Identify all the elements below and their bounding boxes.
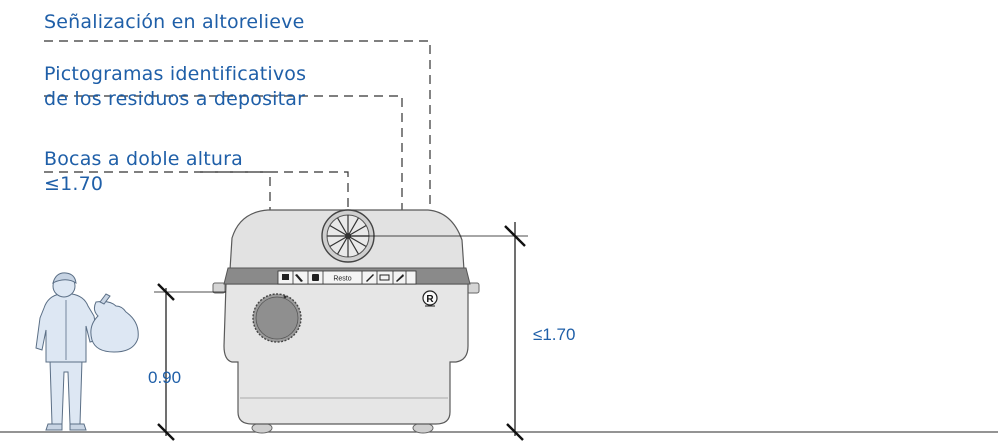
battery-pictogram-icon [379, 274, 390, 281]
waste-container: Resto R [212, 209, 480, 434]
brush-pictogram-icon [396, 274, 404, 282]
opening-spoke [347, 224, 367, 237]
handle-left [212, 282, 226, 294]
garbage-bag [90, 301, 139, 353]
child-shoe-right [69, 423, 87, 431]
bottle-pictogram-icon [282, 274, 289, 280]
child-shoe-left [45, 423, 63, 431]
relief-signage-label: Señalización en altorelieve [44, 11, 305, 33]
openings-label-line2: ≤1.70 [44, 173, 104, 195]
opening-spoke [336, 217, 349, 237]
dimension-high [350, 222, 528, 441]
opening-spoke [347, 217, 360, 237]
opening-spoke [329, 235, 349, 248]
relief-signage-icon: R [422, 290, 438, 307]
child-figure [35, 272, 139, 431]
box-pictogram-icon [312, 274, 319, 281]
child-torso [35, 293, 99, 363]
opening-spoke [336, 235, 349, 255]
dimension-low [154, 283, 226, 441]
leader-openings-high [44, 171, 349, 208]
leader-pictograms [44, 95, 403, 238]
opening-spoke [347, 235, 360, 255]
child-legs [49, 359, 83, 425]
child-hair [52, 272, 77, 285]
pictogram-dividers [292, 271, 407, 284]
opening-spoke [347, 235, 367, 248]
opening-spoke [329, 224, 349, 237]
high-opening-dimension: ≤1.70 [533, 325, 576, 344]
tool-pictogram-icon [295, 274, 303, 282]
strip-label: Resto [333, 276, 351, 283]
low-opening-dimension: 0.90 [148, 368, 182, 387]
pictograms-label-line2: de los residuos a depositar [44, 88, 306, 110]
pictogram-icons [282, 274, 404, 282]
pictograms-label-line1: Pictogramas identificativos [44, 63, 307, 85]
pen-pictogram-icon [366, 274, 374, 282]
openings-label-line1: Bocas a doble altura [44, 148, 243, 170]
leader-relief [44, 40, 431, 262]
bag-knot [99, 293, 111, 305]
low-opening [252, 293, 302, 343]
relief-mark: R [426, 294, 434, 305]
